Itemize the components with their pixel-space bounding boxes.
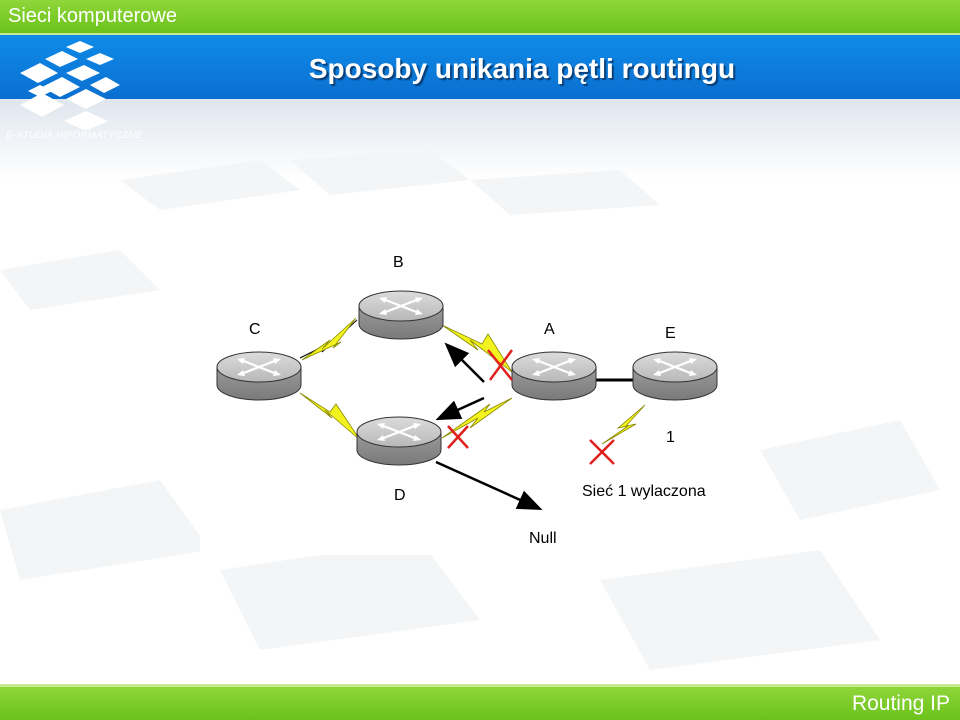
link-e-network bbox=[601, 404, 646, 445]
top-bar bbox=[0, 0, 960, 33]
header-fade bbox=[0, 99, 960, 179]
bottom-bar-divider bbox=[0, 684, 960, 687]
network-label: 1 bbox=[666, 429, 675, 446]
link-c-b bbox=[299, 317, 358, 361]
router-a-icon bbox=[510, 350, 598, 402]
course-title: Sieci komputerowe bbox=[8, 5, 177, 27]
header-band bbox=[0, 35, 960, 99]
top-bar-divider bbox=[0, 33, 960, 35]
arrow-a-to-b bbox=[444, 342, 485, 383]
logo-text: E-STUDIA INFORMATYCZNE bbox=[6, 130, 143, 141]
node-label-a: A bbox=[544, 321, 555, 338]
node-label-c: C bbox=[249, 321, 261, 338]
arrow-a-to-d bbox=[435, 396, 485, 421]
arrow-d-to-null bbox=[435, 460, 543, 511]
node-label-d: D bbox=[394, 487, 406, 504]
background-decoration bbox=[0, 150, 940, 670]
blocked-cross-icon bbox=[487, 349, 514, 381]
bottom-bar bbox=[0, 687, 960, 720]
logo-icon bbox=[20, 41, 120, 131]
router-d-icon bbox=[355, 415, 443, 467]
diagram-panel bbox=[200, 243, 745, 555]
network-down-cross-icon bbox=[589, 439, 615, 465]
router-e-icon bbox=[631, 350, 719, 402]
router-c-icon bbox=[215, 350, 303, 402]
logo: E-STUDIA INFORMATYCZNE bbox=[0, 35, 160, 147]
router-b-icon bbox=[357, 289, 445, 341]
null-label: Null bbox=[529, 530, 557, 547]
blocked-cross-icon bbox=[447, 425, 469, 449]
slide-title: Sposoby unikania pętli routingu bbox=[308, 53, 736, 84]
node-label-e: E bbox=[665, 325, 676, 342]
link-c-d bbox=[299, 392, 361, 441]
footer-title: Routing IP bbox=[851, 692, 950, 715]
node-label-b: B bbox=[393, 254, 404, 271]
network-status-label: Sieć 1 wylaczona bbox=[582, 483, 706, 500]
link-d-a bbox=[441, 397, 513, 439]
